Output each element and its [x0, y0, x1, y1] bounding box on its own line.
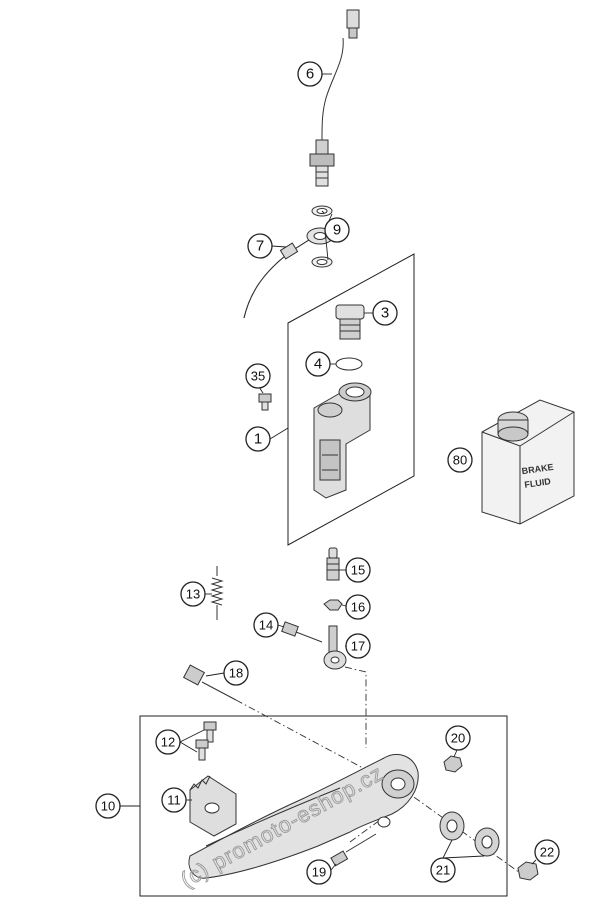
callout-16-number: 16 [351, 600, 365, 615]
leader-18 [205, 672, 225, 677]
bottle-label-line2: FLUID [524, 476, 552, 490]
callout-11-number: 11 [167, 793, 181, 808]
callout-14[interactable]: 14 [253, 612, 279, 638]
nut-22-part [517, 861, 539, 881]
callout-19-number: 19 [312, 865, 326, 880]
callout-21-number: 21 [436, 863, 450, 878]
callout-1-number: 1 [254, 431, 262, 448]
callout-7[interactable]: 7 [247, 233, 273, 259]
long-bolt-part [182, 664, 237, 701]
leader-14 [277, 624, 285, 628]
clevis-part [323, 625, 347, 670]
callout-6-number: 6 [306, 66, 314, 83]
callout-10-number: 10 [101, 799, 115, 814]
callout-15[interactable]: 15 [345, 557, 371, 583]
callout-3[interactable]: 3 [372, 300, 398, 326]
leader-16 [341, 604, 347, 607]
callout-14-number: 14 [259, 618, 273, 633]
callout-80[interactable]: 80 [447, 447, 473, 473]
o-ring-part [335, 357, 363, 371]
callout-4-number: 4 [314, 356, 322, 373]
leader-19 [330, 863, 337, 871]
leader-7 [271, 245, 287, 248]
connector-fitting-part [335, 304, 365, 340]
callout-21[interactable]: 21 [430, 857, 456, 883]
callout-20[interactable]: 20 [445, 725, 471, 751]
leader-1 [269, 427, 289, 440]
step-plate-part [189, 775, 237, 837]
spring-part [210, 566, 224, 620]
callout-15-number: 15 [351, 563, 365, 578]
callout-18[interactable]: 18 [223, 660, 249, 686]
assembly-line-clevis [344, 666, 367, 748]
callout-18-number: 18 [229, 666, 243, 681]
callout-12-number: 12 [161, 735, 175, 750]
assembly-line-screw [349, 819, 381, 843]
callout-9[interactable]: 9 [324, 217, 350, 243]
callout-7-number: 7 [256, 238, 264, 255]
callout-10[interactable]: 10 [95, 793, 121, 819]
callout-35-number: 35 [251, 369, 265, 384]
callout-22[interactable]: 22 [534, 839, 560, 865]
screw-35-part [258, 393, 272, 411]
bearings-part [439, 811, 500, 857]
nut-20-part [443, 755, 463, 773]
master-cylinder-group-frame [287, 253, 415, 546]
callout-19[interactable]: 19 [306, 859, 332, 885]
leader-22 [531, 859, 537, 865]
screw-14-part [281, 621, 323, 643]
callout-17[interactable]: 17 [345, 633, 371, 659]
callout-1[interactable]: 1 [245, 426, 271, 452]
callout-20-number: 20 [451, 731, 465, 746]
callout-9-number: 9 [333, 222, 341, 239]
brake-fluid-bottle-part: BRAKE FLUID [481, 399, 575, 525]
callout-4[interactable]: 4 [305, 351, 331, 377]
callout-3-number: 3 [381, 305, 389, 322]
brake-pedal-part [188, 754, 419, 879]
leader-21 [442, 839, 485, 859]
callout-35[interactable]: 35 [245, 363, 271, 389]
callout-13[interactable]: 13 [180, 581, 206, 607]
bolt-19-part [330, 833, 377, 867]
callout-13-number: 13 [186, 587, 200, 602]
screws-12-part [195, 721, 217, 761]
callout-16[interactable]: 16 [345, 594, 371, 620]
brake-light-switch-part [309, 9, 360, 187]
leader-12 [179, 729, 205, 753]
leader-20 [453, 749, 458, 758]
callout-12[interactable]: 12 [155, 729, 181, 755]
nut-16-part [323, 599, 343, 611]
push-rod-part [326, 547, 340, 581]
master-cylinder-part [313, 382, 372, 499]
callout-17-number: 17 [351, 639, 365, 654]
callout-11[interactable]: 11 [161, 787, 187, 813]
callout-80-number: 80 [453, 453, 467, 468]
callout-22-number: 22 [540, 845, 554, 860]
bottle-label-line1: BRAKE [521, 462, 554, 476]
callout-6[interactable]: 6 [297, 61, 323, 87]
